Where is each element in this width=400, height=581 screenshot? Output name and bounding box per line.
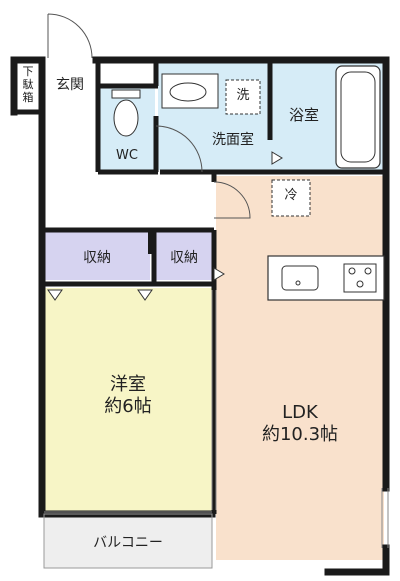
stove [343, 263, 377, 293]
balcony-label: バルコニー [93, 535, 163, 551]
kitchen-sink [281, 265, 319, 291]
storage-door-marker [213, 267, 225, 281]
balcony-floor [44, 514, 212, 568]
bath-label: 浴室 [288, 106, 319, 124]
western-room-floor [44, 288, 212, 514]
ldk-label: LDK 約10.3帖 [216, 402, 384, 445]
washroom-label: 洗面室 [212, 132, 254, 148]
shoe-box-char-1: 下 [22, 65, 34, 78]
storage-left-label: 収納 [83, 250, 111, 266]
toilet-tank [111, 89, 141, 99]
entrance-label: 玄関 [56, 77, 84, 93]
washer-space [225, 79, 261, 115]
western-room-label: 洋室 約6帖 [44, 374, 212, 417]
bathtub-inner [340, 71, 376, 163]
bath-door-marker [271, 151, 283, 165]
hall-door-swing [213, 181, 251, 219]
shoe-box-char-2: 駄 [22, 78, 34, 92]
ldk-size: 約10.3帖 [261, 423, 339, 445]
western-room-name: 洋室 [110, 374, 146, 395]
fridge-label: 冷 [284, 188, 298, 203]
wc-label: WC [116, 148, 138, 163]
shoe-box-char-3: 箱 [22, 91, 34, 105]
washer-label: 洗 [236, 88, 250, 103]
closet-door-marker-right [137, 289, 153, 301]
entrance-door-swing [47, 13, 93, 59]
ldk-name: LDK [282, 402, 318, 423]
storage-left-floor [44, 232, 150, 280]
toilet-bowl [113, 99, 139, 137]
western-room-size: 約6帖 [104, 395, 152, 417]
shoe-box-label: 下 駄 箱 [18, 65, 38, 105]
storage-right-floor [156, 232, 212, 280]
closet-door-marker-left [47, 289, 63, 301]
pillar [148, 232, 156, 254]
wc-door-swing [155, 125, 203, 173]
fridge-space [271, 179, 311, 217]
balcony-edge [43, 513, 213, 569]
storage-right-label: 収納 [170, 250, 198, 266]
ldk-floor [216, 176, 384, 560]
washbasin-bowl [169, 82, 207, 102]
